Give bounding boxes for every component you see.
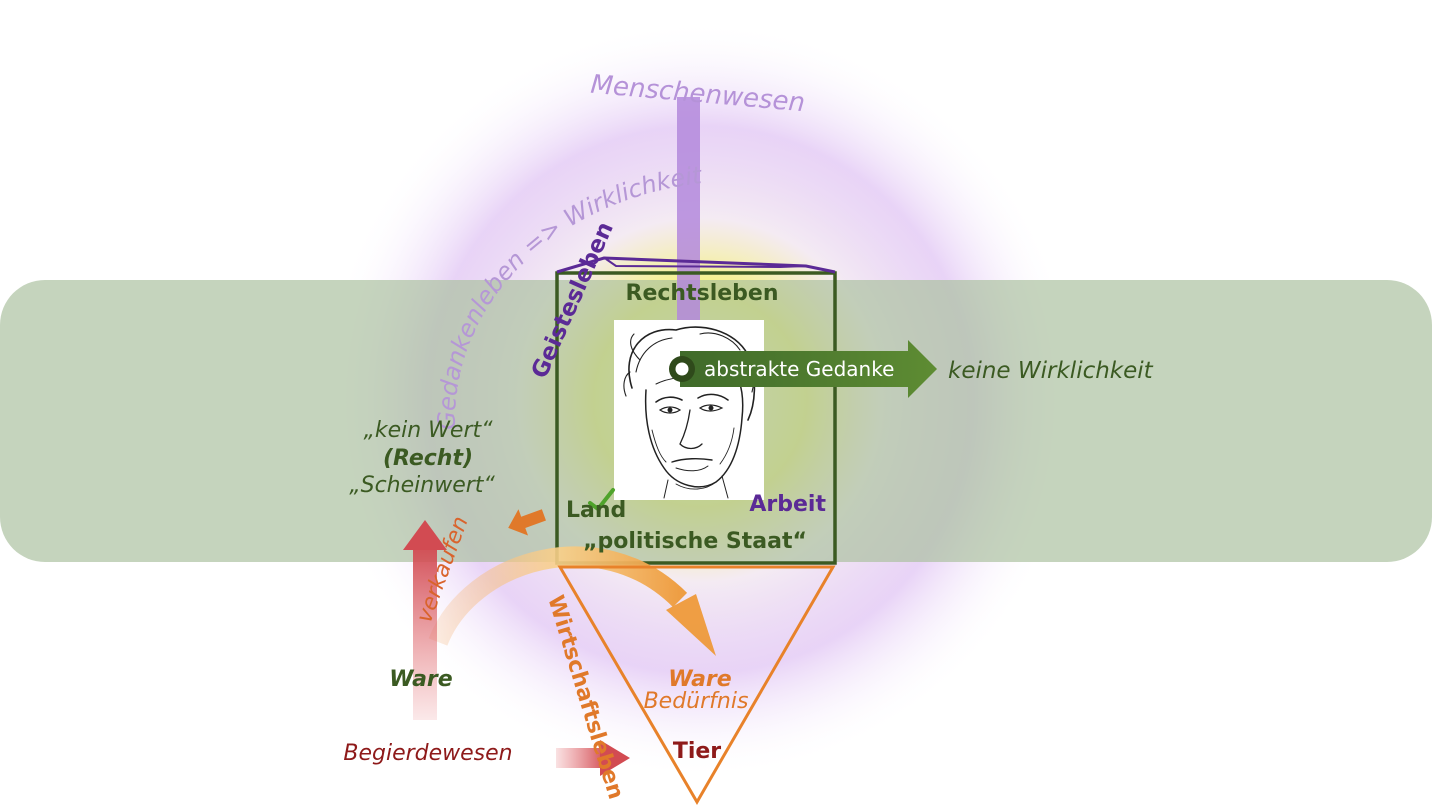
orange-small-arrow <box>508 509 546 536</box>
green-tick-icon <box>588 488 615 512</box>
label-rechtsleben: Rechtsleben <box>626 281 779 306</box>
label-kein-wert: „kein Wert“ <box>363 418 493 443</box>
label-abstrakte-gedanke: abstrakte Gedanke <box>704 357 894 381</box>
label-ware-right: Ware <box>668 667 731 692</box>
label-ware-left: Ware <box>389 667 452 692</box>
rechtsleben-square <box>555 271 837 565</box>
red-up-arrow <box>403 520 447 720</box>
label-arbeit: Arbeit <box>749 492 826 517</box>
label-land: Land <box>566 498 626 523</box>
label-tier: Tier <box>673 739 721 764</box>
abstrakte-gedanke-arrow <box>669 340 937 398</box>
label-keine-wirklichkeit: keine Wirklichkeit <box>948 358 1154 384</box>
label-beduerfnis: Bedürfnis <box>644 689 749 714</box>
purple-roof <box>556 256 836 274</box>
label-scheinwert: „Scheinwert“ <box>349 473 495 498</box>
orange-arc-arrow <box>428 546 716 656</box>
wirtschaftsleben-triangle <box>557 565 836 805</box>
label-recht: (Recht) <box>383 446 473 471</box>
label-politische-staat: „politische Staat“ <box>583 529 807 554</box>
red-right-arrow <box>556 740 630 776</box>
label-begierdewesen: Begierdewesen <box>343 741 512 766</box>
portrait-image <box>614 320 764 500</box>
purple-roof-inner <box>605 258 807 269</box>
